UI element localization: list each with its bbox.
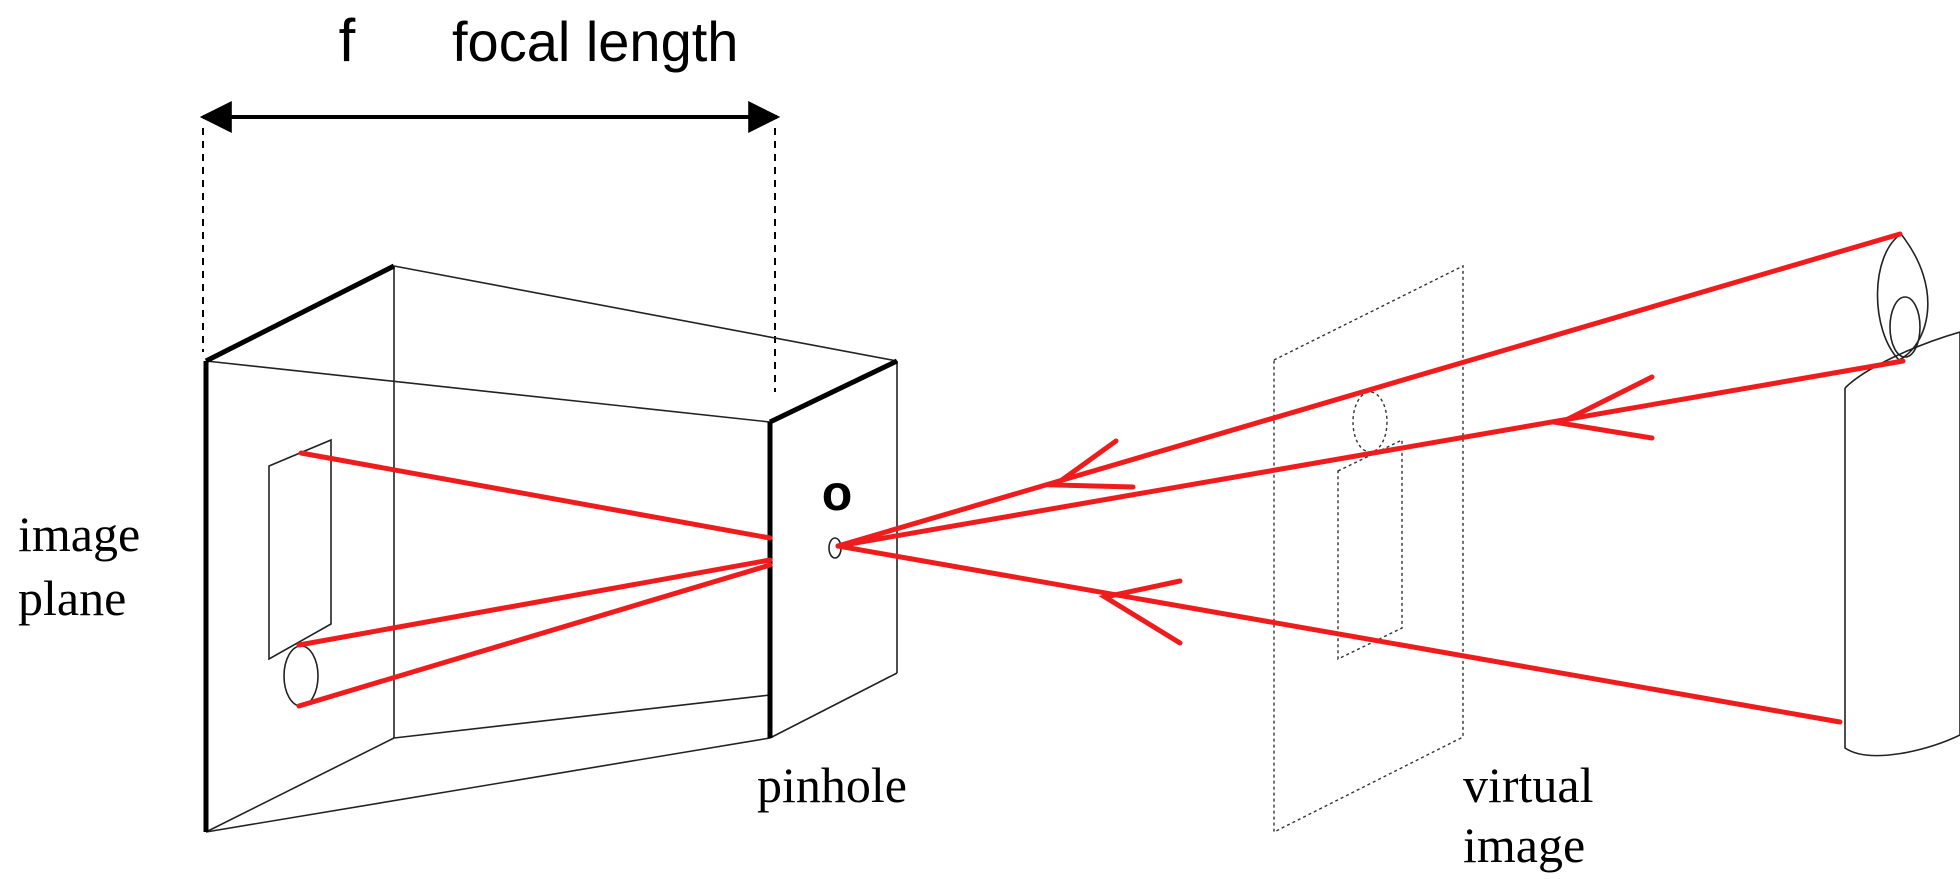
image-plane-top-edge xyxy=(204,263,396,364)
camera-box-bottom-left xyxy=(205,737,395,833)
projected-image xyxy=(268,438,332,707)
focal-f-symbol: f xyxy=(339,7,356,74)
ray-inside-3 xyxy=(296,562,773,709)
ray-candle-bottom xyxy=(835,543,1843,725)
ray-arrow-3 xyxy=(1098,578,1183,646)
focal-length-dimension xyxy=(199,101,781,392)
virtual-image-candle xyxy=(1337,438,1403,661)
pinhole-face-bottom xyxy=(769,672,898,739)
virtual-image-outline xyxy=(1273,264,1464,834)
candle-object xyxy=(1844,232,1960,757)
ray-arrow-1 xyxy=(1047,438,1136,490)
pinhole-plane-top-edge xyxy=(768,358,899,425)
image-plane-label-line2: plane xyxy=(18,570,126,626)
light-rays xyxy=(296,231,1906,725)
ray-inside-2 xyxy=(296,557,773,648)
candle-top xyxy=(1844,331,1960,389)
candle-flame-inner xyxy=(1889,296,1921,358)
ray-candle-top xyxy=(835,358,1906,549)
image-plane-label-line1: image xyxy=(18,506,140,562)
camera-box-bottom-front xyxy=(205,737,771,833)
virtual-image-label-line1: virtual xyxy=(1463,757,1594,813)
projected-image-flame xyxy=(283,645,319,707)
camera-box-back-bottom xyxy=(393,694,771,739)
ray-arrow-2 xyxy=(1551,374,1655,441)
virtual-image-flame xyxy=(1352,391,1388,453)
pinhole-label: pinhole xyxy=(757,757,907,813)
camera-box-top-front xyxy=(205,360,771,423)
focal-length-label: focal length xyxy=(452,10,738,73)
virtual-image-label-line2: image xyxy=(1463,817,1585,873)
pinhole-o-label: o xyxy=(822,465,853,521)
ray-inside-1 xyxy=(298,450,773,541)
camera-box-top-back xyxy=(393,265,898,362)
projected-image-rectangle xyxy=(268,438,332,661)
virtual-image-plane xyxy=(1273,264,1464,834)
camera-box xyxy=(203,263,899,833)
candle-body xyxy=(1844,332,1960,757)
ray-flame-top xyxy=(835,231,1903,549)
